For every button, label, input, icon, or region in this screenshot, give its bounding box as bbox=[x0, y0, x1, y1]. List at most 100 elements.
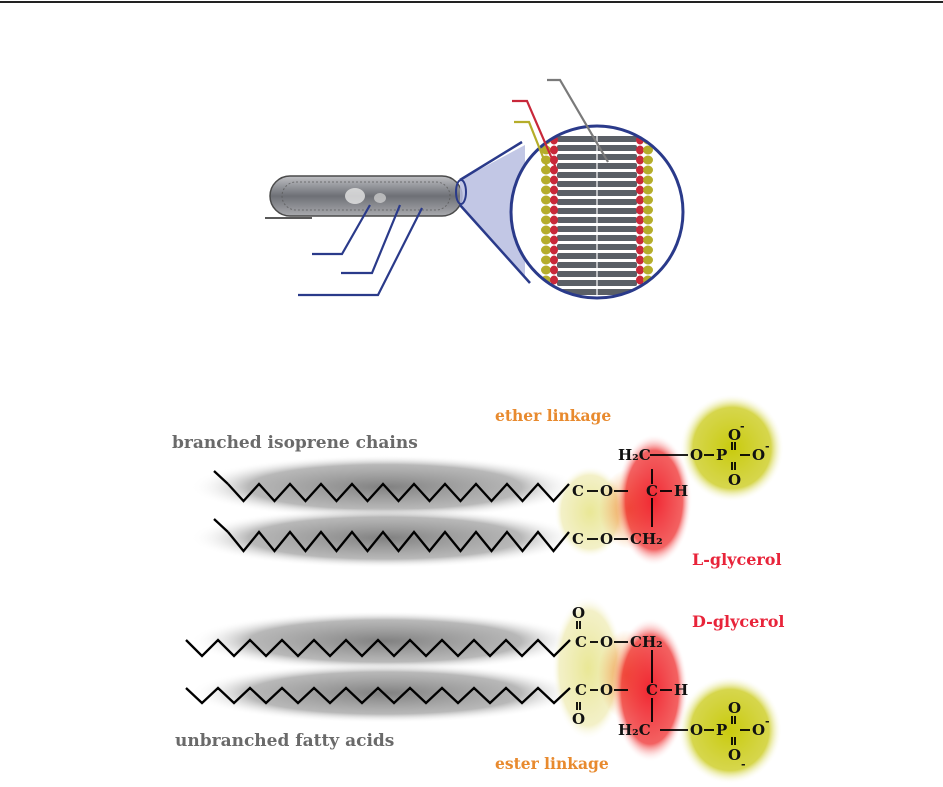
head-group-inner bbox=[636, 215, 644, 225]
svg-text:H₂C: H₂C bbox=[618, 446, 651, 464]
head-group-outer bbox=[643, 285, 653, 295]
head-group-outer bbox=[643, 255, 653, 265]
archaeal-headgroup-formula bbox=[587, 442, 750, 540]
head-group-outer bbox=[643, 195, 653, 205]
svg-text:CH₂: CH₂ bbox=[630, 530, 663, 548]
head-group-inner bbox=[636, 255, 644, 265]
head-group-outer bbox=[541, 235, 551, 245]
svg-text:C: C bbox=[646, 681, 658, 699]
head-group-inner bbox=[550, 275, 558, 285]
unbranched-fatty-acids-label: unbranched fatty acids bbox=[175, 731, 394, 751]
head-group-inner bbox=[636, 165, 644, 175]
bacterial-lipid bbox=[185, 596, 782, 784]
head-group-outer bbox=[541, 185, 551, 195]
head-group-outer bbox=[643, 155, 653, 165]
head-group-inner bbox=[550, 225, 558, 235]
svg-text:C: C bbox=[572, 482, 584, 500]
head-group-inner bbox=[636, 155, 644, 165]
svg-text:O: O bbox=[600, 530, 613, 548]
head-group-outer bbox=[643, 235, 653, 245]
archaeal-lipid bbox=[190, 394, 784, 568]
svg-text:O: O bbox=[728, 699, 741, 717]
head-group-outer bbox=[541, 245, 551, 255]
isoprene-chain bbox=[227, 482, 570, 503]
svg-text:C: C bbox=[575, 681, 587, 699]
head-group-outer bbox=[541, 225, 551, 235]
svg-text:O: O bbox=[600, 633, 613, 651]
head-group-outer bbox=[643, 145, 653, 155]
svg-text:O: O bbox=[728, 746, 741, 764]
head-group-inner bbox=[550, 265, 558, 275]
head-group-inner bbox=[636, 195, 644, 205]
zoom-cone bbox=[460, 145, 525, 278]
membrane-zoom-circle bbox=[509, 124, 685, 300]
cell-leader-lines bbox=[265, 204, 423, 297]
svg-text:O: O bbox=[572, 604, 585, 622]
svg-text:O: O bbox=[600, 681, 613, 699]
zoom-leader-lines bbox=[512, 78, 609, 173]
head-group-outer bbox=[541, 265, 551, 275]
archaeal-formula-text: H₂C C C O C H C O CH₂ O P O O O - - bbox=[572, 420, 770, 548]
head-group-outer bbox=[643, 165, 653, 175]
head-group-inner bbox=[550, 255, 558, 265]
svg-text:-: - bbox=[740, 420, 745, 433]
head-group-inner bbox=[636, 185, 644, 195]
head-group-outer bbox=[541, 165, 551, 175]
svg-text:C: C bbox=[572, 530, 584, 548]
branched-isoprene-label: branched isoprene chains bbox=[172, 433, 418, 453]
fatty-acid-chain bbox=[185, 686, 571, 705]
head-group-outer bbox=[541, 255, 551, 265]
bacterial-headgroup-formula bbox=[576, 621, 750, 745]
head-group-inner bbox=[550, 185, 558, 195]
head-group-inner bbox=[636, 275, 644, 285]
svg-text:C: C bbox=[646, 482, 658, 500]
svg-text:O: O bbox=[690, 446, 703, 464]
head-group-inner bbox=[550, 215, 558, 225]
svg-text:O: O bbox=[572, 710, 585, 728]
head-group-inner bbox=[550, 245, 558, 255]
svg-text:P: P bbox=[716, 446, 727, 464]
svg-text:C: C bbox=[575, 633, 587, 651]
svg-text:O: O bbox=[600, 482, 613, 500]
d-glycerol-label: D-glycerol bbox=[692, 612, 784, 631]
head-group-outer bbox=[541, 285, 551, 295]
head-group-inner bbox=[636, 145, 644, 155]
head-group-outer bbox=[643, 205, 653, 215]
head-group-inner bbox=[550, 195, 558, 205]
head-group-inner bbox=[636, 235, 644, 245]
svg-text:O: O bbox=[728, 471, 741, 489]
svg-text:O: O bbox=[690, 721, 703, 739]
head-group-inner bbox=[550, 175, 558, 185]
svg-text:H: H bbox=[674, 482, 688, 500]
head-group-inner bbox=[636, 265, 644, 275]
head-group-inner bbox=[550, 235, 558, 245]
head-group-outer bbox=[643, 215, 653, 225]
head-group-outer bbox=[541, 195, 551, 205]
bacterial-formula-text: O C O CH₂ C O C H O H₂C O P O O O - - bbox=[572, 604, 770, 771]
svg-text:CH₂: CH₂ bbox=[630, 633, 663, 651]
head-group-inner bbox=[636, 245, 644, 255]
head-group-inner bbox=[636, 175, 644, 185]
svg-text:O: O bbox=[752, 721, 765, 739]
svg-text:O: O bbox=[728, 426, 741, 444]
head-group-outer bbox=[643, 185, 653, 195]
svg-text:-: - bbox=[741, 758, 746, 771]
svg-text:H₂C: H₂C bbox=[618, 721, 651, 739]
svg-text:P: P bbox=[716, 721, 727, 739]
head-group-outer bbox=[643, 245, 653, 255]
svg-text:-: - bbox=[765, 715, 770, 728]
head-group-inner bbox=[636, 205, 644, 215]
head-group-inner bbox=[636, 225, 644, 235]
head-group-outer bbox=[643, 225, 653, 235]
l-glycerol-label: L-glycerol bbox=[692, 550, 782, 569]
svg-text:H: H bbox=[674, 681, 688, 699]
head-group-outer bbox=[643, 265, 653, 275]
head-group-inner bbox=[550, 145, 558, 155]
ether-linkage-label: ether linkage bbox=[495, 406, 611, 425]
fatty-acid-chain bbox=[185, 638, 571, 658]
head-group-inner bbox=[550, 165, 558, 175]
head-group-inner bbox=[550, 205, 558, 215]
isoprene-chain bbox=[227, 530, 570, 553]
head-group-outer bbox=[541, 175, 551, 185]
